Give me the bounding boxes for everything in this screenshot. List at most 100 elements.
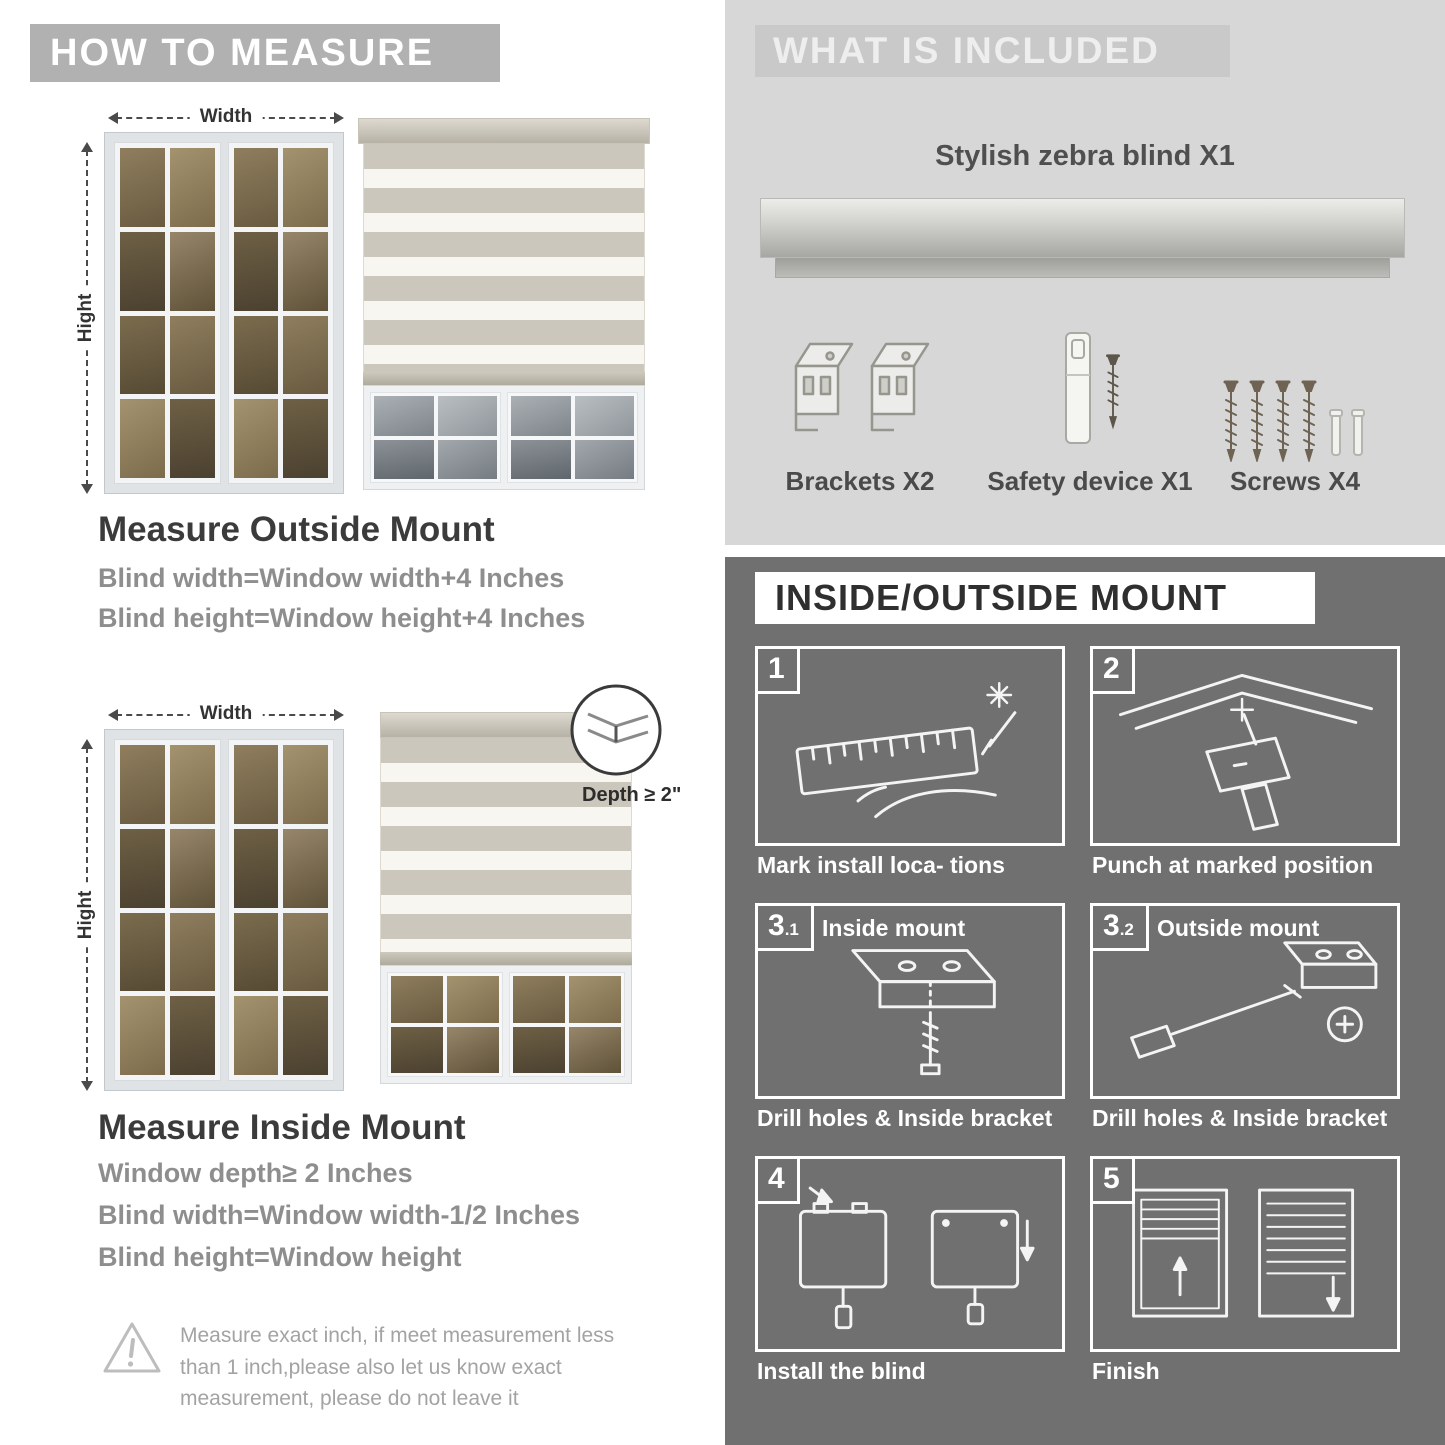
window-pane xyxy=(569,976,621,1023)
outside-mount-title: Measure Outside Mount xyxy=(98,510,495,549)
window-pane xyxy=(283,399,328,478)
how-to-measure-header: HOW TO MEASURE xyxy=(30,24,500,82)
mark-locations-illustration xyxy=(795,682,1017,819)
window-pane xyxy=(120,315,165,395)
depth-zoom-circle xyxy=(570,684,662,776)
window-pane xyxy=(283,148,328,227)
step-number: 4 xyxy=(758,1159,800,1204)
window-pane xyxy=(120,996,165,1075)
step-cell-2: 2 xyxy=(1090,646,1400,846)
height-arrow: Hight xyxy=(75,739,97,1091)
window-pane xyxy=(169,399,215,478)
window-pane xyxy=(574,439,634,479)
window-pane xyxy=(169,315,215,395)
inside-bracket-illustration xyxy=(851,949,996,1076)
window-casement xyxy=(114,739,221,1081)
safety-device-icon xyxy=(1065,332,1091,444)
window-pane xyxy=(513,976,565,1023)
window-pane xyxy=(569,1026,621,1073)
window-pane xyxy=(169,231,215,311)
install-blind-illustration xyxy=(799,1186,1035,1330)
inside-mount-sublabel: Inside mount xyxy=(822,915,966,941)
step-cell-1: 1 xyxy=(755,646,1065,846)
window-pane xyxy=(169,148,215,227)
window-pane xyxy=(233,148,279,227)
window-pane xyxy=(233,912,279,992)
window-pane xyxy=(169,912,215,992)
width-label: Width xyxy=(189,703,263,725)
brackets-label: Brackets X2 xyxy=(785,466,935,496)
window-pane xyxy=(391,976,443,1023)
wall-anchor-icon xyxy=(1351,409,1365,456)
window-pane xyxy=(511,396,571,436)
window-pane xyxy=(169,996,215,1075)
step-number: 3.1 xyxy=(758,906,814,951)
mount-panel xyxy=(725,557,1445,1445)
window-pane xyxy=(283,912,328,992)
bracket-icon xyxy=(870,342,930,432)
finish-illustration xyxy=(1132,1188,1355,1318)
step-cell-4: 4 xyxy=(755,1156,1065,1352)
window-pane xyxy=(120,828,165,908)
step-cell-3-2: 3.2 Outside mount xyxy=(1090,903,1400,1099)
step-number: 5 xyxy=(1093,1159,1135,1204)
step-caption-3-2: Drill holes & Inside bracket xyxy=(1092,1105,1388,1131)
step-number: 1 xyxy=(758,649,800,694)
zebra-blind-headrail-image xyxy=(760,198,1405,258)
arrow-left-icon xyxy=(108,709,118,721)
blind-bottom-rail xyxy=(363,372,645,385)
window-pane xyxy=(374,396,434,436)
bracket-icon xyxy=(794,342,854,432)
height-label: Hight xyxy=(75,882,97,948)
window-pane xyxy=(233,231,279,311)
window-pane xyxy=(233,828,279,908)
warning-icon xyxy=(103,1322,161,1373)
drill-position-illustration xyxy=(1118,673,1373,831)
window-behind-blind xyxy=(380,965,632,1084)
inside-depth-formula: Window depth≥ 2 Inches xyxy=(98,1158,413,1188)
window-pane xyxy=(447,1026,499,1073)
step-caption-2: Punch at marked position xyxy=(1092,852,1374,878)
safety-device-label: Safety device X1 xyxy=(987,466,1193,496)
step-caption-3-1: Drill holes & Inside bracket xyxy=(757,1105,1053,1131)
arrow-right-icon xyxy=(334,709,344,721)
window-pane xyxy=(283,231,328,311)
window-casement xyxy=(114,142,221,484)
step-caption-5: Finish xyxy=(1092,1358,1160,1384)
outside-mount-sublabel: Outside mount xyxy=(1157,915,1320,941)
window-pane xyxy=(283,745,328,824)
window-pane xyxy=(283,828,328,908)
window-pane xyxy=(574,396,634,436)
step-caption-4: Install the blind xyxy=(757,1358,926,1384)
width-arrow: Width xyxy=(108,106,344,128)
window-pane xyxy=(233,399,279,478)
window-pane xyxy=(437,439,497,479)
wall-anchor-icon xyxy=(1329,409,1343,456)
blind-stripes xyxy=(380,738,632,952)
window-pane xyxy=(169,745,215,824)
blind-bottom-rail xyxy=(380,952,632,965)
window-pane xyxy=(120,912,165,992)
height-label: Hight xyxy=(75,285,97,351)
window-pane xyxy=(120,231,165,311)
inside-mount-title: Measure Inside Mount xyxy=(98,1108,466,1147)
window-pane xyxy=(447,976,499,1023)
screw-icon xyxy=(1249,380,1265,462)
included-blind-label: Stylish zebra blind X1 xyxy=(935,140,1235,172)
outside-bracket-illustration xyxy=(1130,941,1378,1059)
outside-height-formula: Blind height=Window height+4 Inches xyxy=(98,603,586,633)
inside-width-formula: Blind width=Window width-1/2 Inches xyxy=(98,1200,581,1230)
screws-label: Screws X4 xyxy=(1229,466,1361,496)
width-arrow: Width xyxy=(108,703,344,725)
depth-note: Depth ≥ 2" xyxy=(582,784,682,806)
window-pane xyxy=(120,399,165,478)
window-photo xyxy=(104,729,344,1091)
window-pane xyxy=(437,396,497,436)
window-pane xyxy=(233,315,279,395)
inside-height-formula: Blind height=Window height xyxy=(98,1242,462,1272)
blind-stripes xyxy=(363,144,645,372)
window-pane xyxy=(120,745,165,824)
window-pane xyxy=(233,745,279,824)
window-pane xyxy=(283,315,328,395)
